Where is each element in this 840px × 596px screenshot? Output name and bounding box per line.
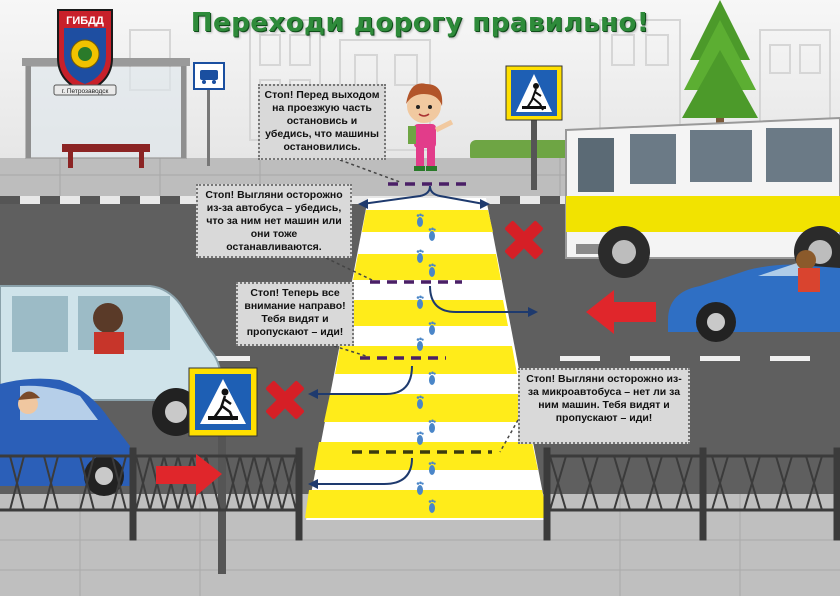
minivan: [0, 285, 223, 436]
callout-behind-bus: Стоп! Выгляни осторожно из-за автобуса –…: [196, 184, 352, 258]
emblem-top-text: ГИБДД: [66, 15, 104, 27]
red-x-icon: [266, 221, 543, 419]
path-arrowheads: [308, 199, 538, 489]
red-arrow-icon: [156, 290, 656, 496]
stop-lines: [360, 182, 472, 360]
callout-before-crossing: Стоп! Перед выходом на проезжую часть ос…: [258, 84, 386, 160]
walking-path: [316, 185, 528, 485]
small-blue-car: [0, 378, 130, 496]
girl-pedestrian: [406, 83, 454, 171]
crosswalk-stripes: [305, 210, 548, 518]
emblem-bottom-text: г. Петрозаводск: [62, 88, 109, 95]
page-title: Переходи дорогу правильно!: [190, 8, 650, 38]
callout-look-right: Стоп! Теперь все внимание направо! Тебя …: [236, 282, 354, 346]
callout-behind-minibus: Стоп! Выгляни осторожно из-за микроавтоб…: [518, 368, 690, 444]
bus-stop-sign-icon: [193, 62, 225, 166]
hedge: [470, 140, 590, 162]
blue-car: [668, 250, 840, 342]
pedestrian-crossing-sign-icon: [505, 65, 563, 190]
right-fence: [543, 447, 840, 541]
gibdd-emblem: [53, 9, 117, 96]
bus: [565, 116, 840, 278]
pedestrian-crossing-sign-lower-icon: [188, 367, 258, 574]
callout-leaders: [325, 159, 519, 453]
